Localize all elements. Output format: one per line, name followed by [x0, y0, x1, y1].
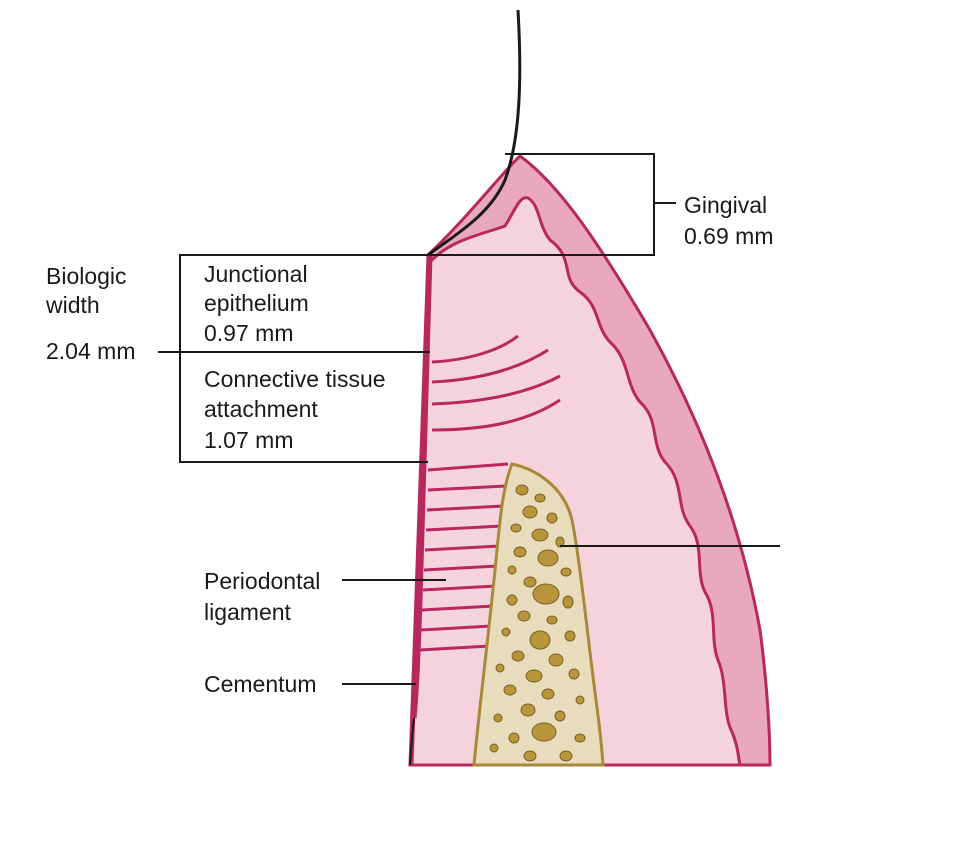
connective-tissue-value: 1.07 mm: [204, 427, 293, 453]
gingival-value: 0.69 mm: [684, 223, 773, 249]
biologic-width-label-line2: width: [45, 292, 100, 318]
periodontal-ligament-fibers: [419, 462, 509, 652]
connective-tissue-label-line2: attachment: [204, 396, 318, 422]
tooth-enamel-outline: [427, 9, 522, 257]
periodontal-ligament-label-line1: Periodontal: [204, 568, 320, 594]
connective-tissue-label-line1: Connective tissue: [204, 366, 386, 392]
bone-trabeculae: [489, 484, 586, 762]
root-outline: [409, 717, 415, 766]
right-crop-mask: [781, 0, 970, 849]
connective-tissue-fibers: [431, 334, 561, 432]
junctional-epithelium-label-line1: Junctional: [204, 261, 308, 287]
junctional-epithelium-label-line2: epithelium: [204, 290, 309, 316]
periodontal-ligament-label-line2: ligament: [204, 599, 292, 625]
biologic-width-value: 2.04 mm: [46, 338, 135, 364]
biologic-width-bracket: [158, 254, 430, 463]
gingival-label: Gingival: [684, 192, 767, 218]
cementum-line: [411, 254, 433, 719]
gingival-bracket: [430, 153, 676, 256]
junctional-epithelium-value: 0.97 mm: [204, 320, 293, 346]
biologic-width-label-line1: Biologic: [46, 263, 127, 289]
cementum-label: Cementum: [204, 671, 316, 697]
